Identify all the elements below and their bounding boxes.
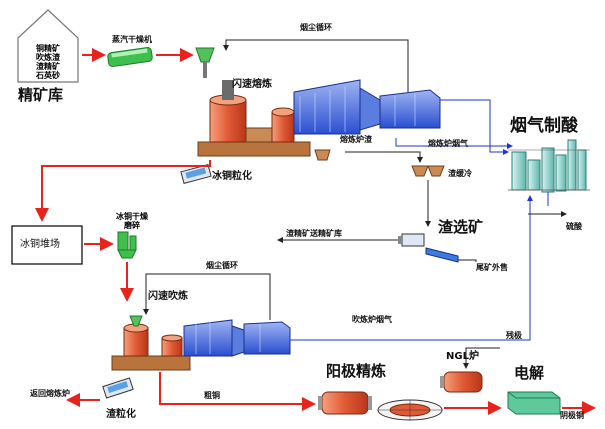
cathode-copper-label: 阴极铜 [560, 411, 584, 420]
slag-cooling-label: 渣缓冷 [448, 169, 472, 178]
matte-dry-grind-line: 冰铜干燥 [116, 212, 148, 221]
acid-plant-icon [508, 139, 590, 193]
feed-hopper-icon [195, 47, 215, 78]
concentrate-store-label: 精矿库 [18, 86, 64, 104]
warehouse-outline [17, 9, 79, 83]
matte-granulation-icon [180, 163, 212, 185]
raw-material-item: 渣精矿 [36, 62, 60, 71]
return-to-smelter-label: 返回熔炼炉 [30, 389, 70, 398]
acid-plant-label: 烟气制酸 [510, 116, 578, 136]
boiler-mid-icon [183, 319, 291, 357]
tailings-sale-label: 尾矿外售 [476, 263, 508, 272]
electrolysis-cell-icon [507, 391, 561, 415]
raw-material-item: 铜精矿 [36, 44, 60, 53]
ngl-furnace-icon [440, 371, 483, 393]
flash-converting-furnace-icon [111, 315, 191, 371]
matte-yard-label: 冰铜堆场 [20, 239, 60, 250]
steam-dryer-label: 蒸汽干燥机 [112, 35, 152, 44]
blister-copper-label: 粗铜 [204, 391, 220, 400]
casting-wheel-icon [377, 399, 443, 421]
dust-cycle-top-label: 烟尘循环 [300, 23, 332, 32]
matte-dry-grind-line: 磨碎 [124, 221, 140, 230]
slag-granulation-icon [102, 377, 134, 399]
slag-pot-icon [411, 165, 429, 177]
flash-smelting-furnace-icon [197, 80, 311, 157]
converting-flue-gas-label: 吹炼炉烟气 [352, 315, 392, 324]
anode-scrap-label: 残极 [506, 331, 522, 340]
anode-furnace-icon [318, 391, 372, 415]
raw-material-item: 吹炼渣 [36, 53, 60, 62]
matte-grinder-icon [117, 231, 137, 259]
sulfuric-acid-label: 硫酸 [566, 222, 582, 231]
slag-concentrate-return-label: 渣精矿送精矿库 [286, 229, 342, 238]
slag-granulation-label: 渣粒化 [106, 409, 136, 420]
matte-granulation-label: 冰铜粒化 [212, 171, 252, 182]
smelting-flue-gas-label: 熔炼炉烟气 [428, 139, 468, 148]
flash-smelting-label: 闪速熔炼 [232, 79, 272, 90]
electrolysis-label: 电解 [514, 364, 545, 382]
steam-dryer-icon [107, 47, 153, 67]
ngl-furnace-label: NGL炉 [446, 351, 479, 362]
slag-pot-icon-2 [427, 165, 445, 177]
flash-converting-label: 闪速吹炼 [148, 291, 188, 302]
slag-ladle-icon [314, 149, 331, 161]
slag-flotation-label: 渣选矿 [438, 218, 484, 236]
raw-material-item: 石英砂 [36, 71, 60, 80]
smelting-slag-label: 熔炼炉渣 [340, 135, 372, 144]
dust-cycle-mid-label: 烟尘循环 [206, 261, 238, 270]
flotation-cell-icon [398, 233, 459, 263]
boiler-top-icon [293, 79, 441, 135]
matte-yard-box [11, 225, 83, 265]
matte-dry-grind-label: 冰铜干燥 磨碎 [116, 212, 148, 230]
raw-materials-list: 铜精矿 吹炼渣 渣精矿 石英砂 [26, 44, 70, 80]
anode-refining-label: 阳极精炼 [326, 362, 387, 380]
